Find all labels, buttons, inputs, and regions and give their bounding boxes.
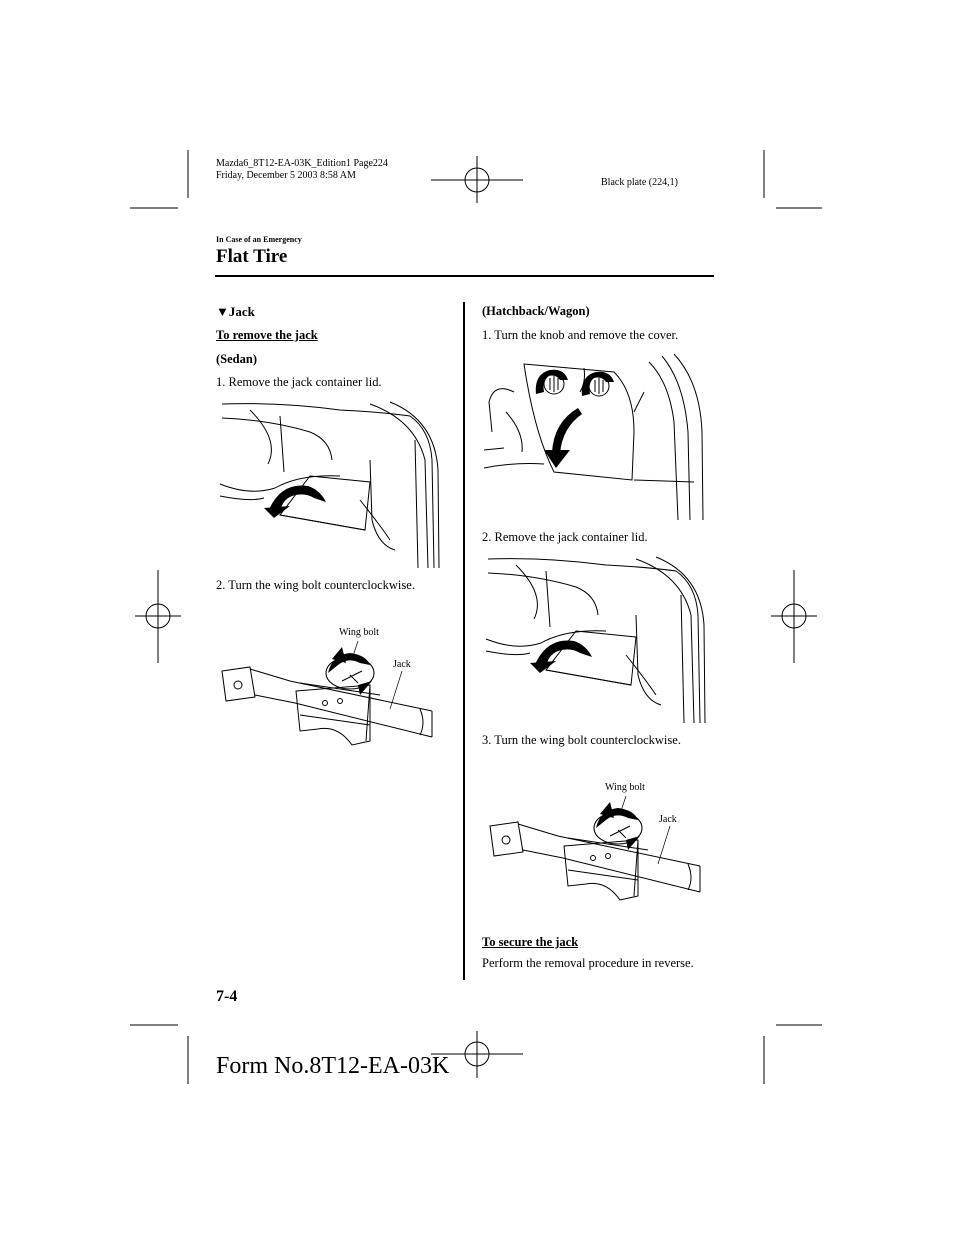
section-label: In Case of an Emergency xyxy=(216,235,302,244)
sedan-wing-bolt-label: Wing bolt xyxy=(339,627,379,638)
plate-label: Black plate (224,1) xyxy=(601,177,678,188)
title-rule xyxy=(215,275,714,277)
jack-heading-text: Jack xyxy=(228,304,255,319)
sedan-lid-illustration xyxy=(219,401,440,569)
sedan-jack-label: Jack xyxy=(393,659,411,670)
form-number: Form No.8T12-EA-03K xyxy=(216,1053,450,1079)
jack-heading: ▼Jack xyxy=(216,304,255,320)
hatchback-label: (Hatchback/Wagon) xyxy=(482,304,590,318)
file-name-line: Mazda6_8T12-EA-03K_Edition1 Page224 xyxy=(216,158,388,169)
hatch-wing-bolt-label: Wing bolt xyxy=(605,782,645,793)
sedan-label: (Sedan) xyxy=(216,352,257,366)
file-date-line: Friday, December 5 2003 8:58 AM xyxy=(216,170,356,181)
hatch-lid-illustration xyxy=(485,556,706,724)
sedan-step-2: 2. Turn the wing bolt counterclockwise. xyxy=(216,578,415,592)
hatch-step-2: 2. Remove the jack container lid. xyxy=(482,530,648,544)
hatch-jack-label: Jack xyxy=(659,814,677,825)
hatch-wing-bolt-illustration xyxy=(489,795,701,901)
secure-jack-heading: To secure the jack xyxy=(482,935,579,949)
secure-jack-text: Perform the removal procedure in reverse… xyxy=(482,956,694,970)
page-title: Flat Tire xyxy=(216,246,288,267)
page-number: 7-4 xyxy=(216,988,238,1005)
column-divider xyxy=(463,302,465,980)
hatch-step-3: 3. Turn the wing bolt counterclockwise. xyxy=(482,733,681,747)
hatch-step-1: 1. Turn the knob and remove the cover. xyxy=(482,328,679,342)
sedan-wing-bolt-illustration xyxy=(221,640,433,746)
triangle-marker-icon: ▼ xyxy=(216,304,229,319)
sedan-step-1: 1. Remove the jack container lid. xyxy=(216,375,382,389)
remove-jack-heading: To remove the jack xyxy=(216,328,318,342)
hatch-cover-illustration xyxy=(483,353,704,521)
